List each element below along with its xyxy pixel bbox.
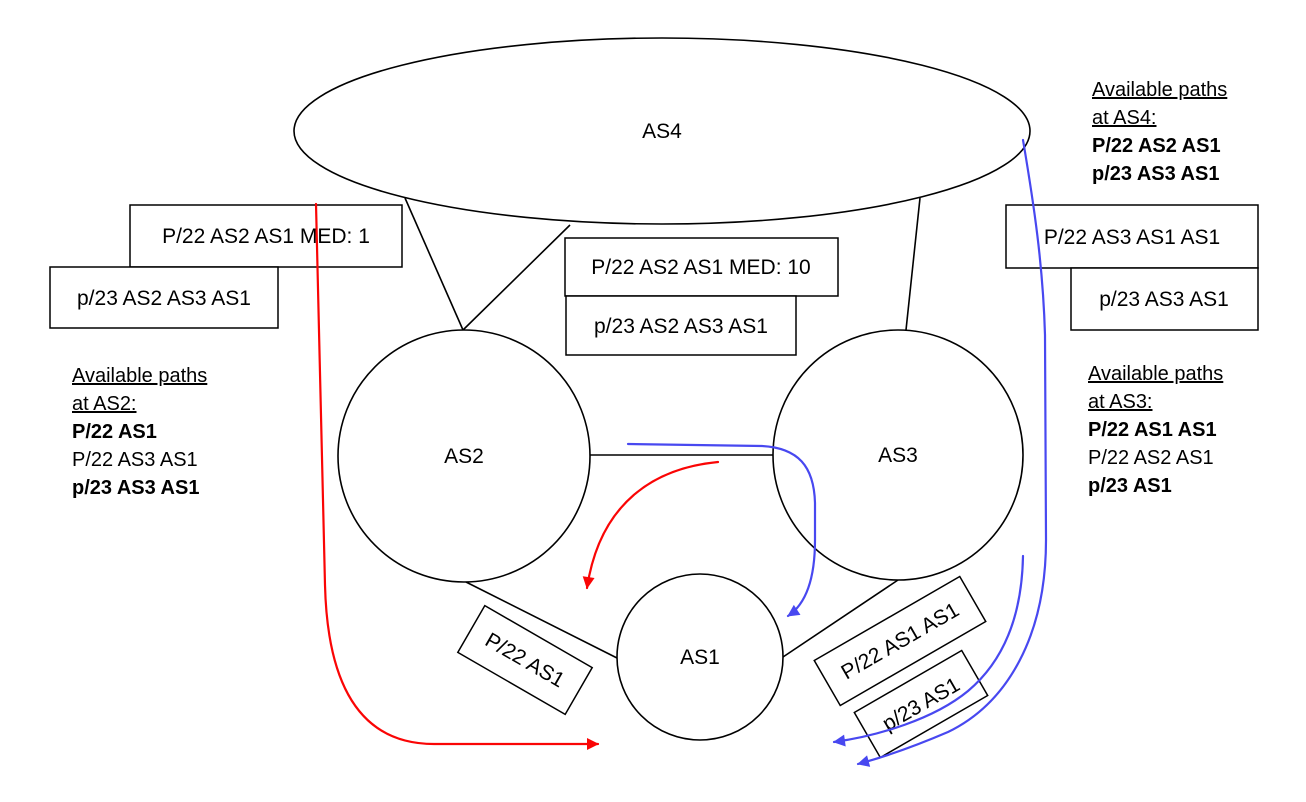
route-box-as2-as1-p22: P/22 AS1 <box>456 604 594 716</box>
as2-path-row: P/22 AS1 <box>72 421 157 443</box>
as3-path-row: P/22 AS1 AS1 <box>1088 419 1217 441</box>
blue-arrow-inner-loop <box>832 554 1025 747</box>
route-box-left-p23 <box>49 266 279 329</box>
as4-paths-heading2: at AS4: <box>1092 107 1157 129</box>
available-paths-as2: Available paths at AS2: P/22 AS1 P/22 AS… <box>72 365 207 499</box>
available-paths-as3: Available paths at AS3: P/22 AS1 AS1 P/2… <box>1088 363 1223 497</box>
route-box-left-p22-label: P/22 AS2 AS1 MED: 1 <box>162 225 370 248</box>
as4-path-row: P/22 AS2 AS1 <box>1092 135 1221 157</box>
link-as2-as1 <box>465 581 618 659</box>
as3-paths-heading1: Available paths <box>1088 363 1223 385</box>
as1-node <box>616 573 784 741</box>
as2-node <box>337 329 591 583</box>
as3-node <box>772 329 1024 581</box>
route-box-middle-p23 <box>565 295 797 356</box>
route-box-middle-p22 <box>564 237 839 297</box>
link-as3-as1 <box>782 579 899 658</box>
available-paths-as4: Available paths at AS4: P/22 AS2 AS1 p/2… <box>1092 79 1227 185</box>
as3-label: AS3 <box>878 444 918 467</box>
as4-label: AS4 <box>642 120 682 143</box>
as2-label: AS2 <box>444 445 484 468</box>
as4-paths-heading1: Available paths <box>1092 79 1227 101</box>
as1-label: AS1 <box>680 646 720 669</box>
route-box-middle-p22-label: P/22 AS2 AS1 MED: 10 <box>591 256 810 279</box>
link-as4-as2-left <box>404 197 464 331</box>
red-arrow-to-as1-top <box>582 460 720 590</box>
red-arrow-left-loop <box>314 202 600 750</box>
as2-path-row: P/22 AS3 AS1 <box>72 449 198 471</box>
route-box-right-p22-label: P/22 AS3 AS1 AS1 <box>1044 226 1220 249</box>
route-box-as2-as1-p22-rect <box>456 604 594 716</box>
blue-arrow-to-as1-right <box>626 442 817 618</box>
as2-paths-heading2: at AS2: <box>72 393 137 415</box>
blue-arrow-outer-loop <box>856 138 1048 767</box>
as2-paths-heading1: Available paths <box>72 365 207 387</box>
route-box-middle-p23-label: p/23 AS2 AS3 AS1 <box>594 315 768 338</box>
route-box-right-p23 <box>1070 267 1259 331</box>
route-box-as3-as1-p22-rect <box>813 575 987 707</box>
route-box-left-p23-label: p/23 AS2 AS3 AS1 <box>77 287 251 310</box>
as2-path-row: p/23 AS3 AS1 <box>72 477 199 499</box>
route-box-right-p23-label: p/23 AS3 AS1 <box>1099 288 1229 311</box>
as4-path-row: p/23 AS3 AS1 <box>1092 163 1219 185</box>
as4-node <box>293 37 1031 225</box>
as3-path-row: P/22 AS2 AS1 <box>1088 447 1214 469</box>
link-as4-as3 <box>905 197 921 331</box>
as3-paths-heading2: at AS3: <box>1088 391 1153 413</box>
as3-path-row: p/23 AS1 <box>1088 475 1172 497</box>
link-as4-as2-right <box>462 224 571 331</box>
route-box-left-p22 <box>129 204 403 268</box>
